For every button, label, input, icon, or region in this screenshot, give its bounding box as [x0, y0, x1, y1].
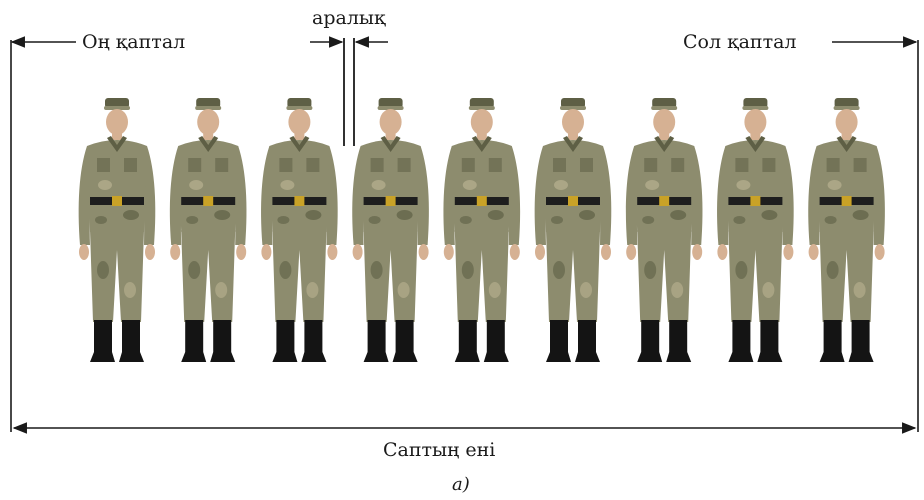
- interval-label: аралық: [312, 7, 386, 29]
- soldiers-row: [78, 98, 885, 362]
- soldier-2: [169, 98, 247, 362]
- right-flank-label: Оң қаптал: [82, 31, 186, 53]
- figure-caption: а): [452, 474, 470, 495]
- soldier-5: [443, 98, 521, 362]
- soldier-9: [808, 98, 885, 362]
- soldier-3: [261, 98, 338, 362]
- soldier-1: [78, 98, 156, 362]
- formation-width-label: Саптың ені: [383, 439, 496, 461]
- soldier-4: [352, 98, 429, 362]
- soldier-6: [534, 98, 612, 362]
- soldier-8: [717, 98, 794, 362]
- left-flank-label: Сол қаптал: [683, 31, 797, 53]
- soldier-7: [625, 98, 703, 362]
